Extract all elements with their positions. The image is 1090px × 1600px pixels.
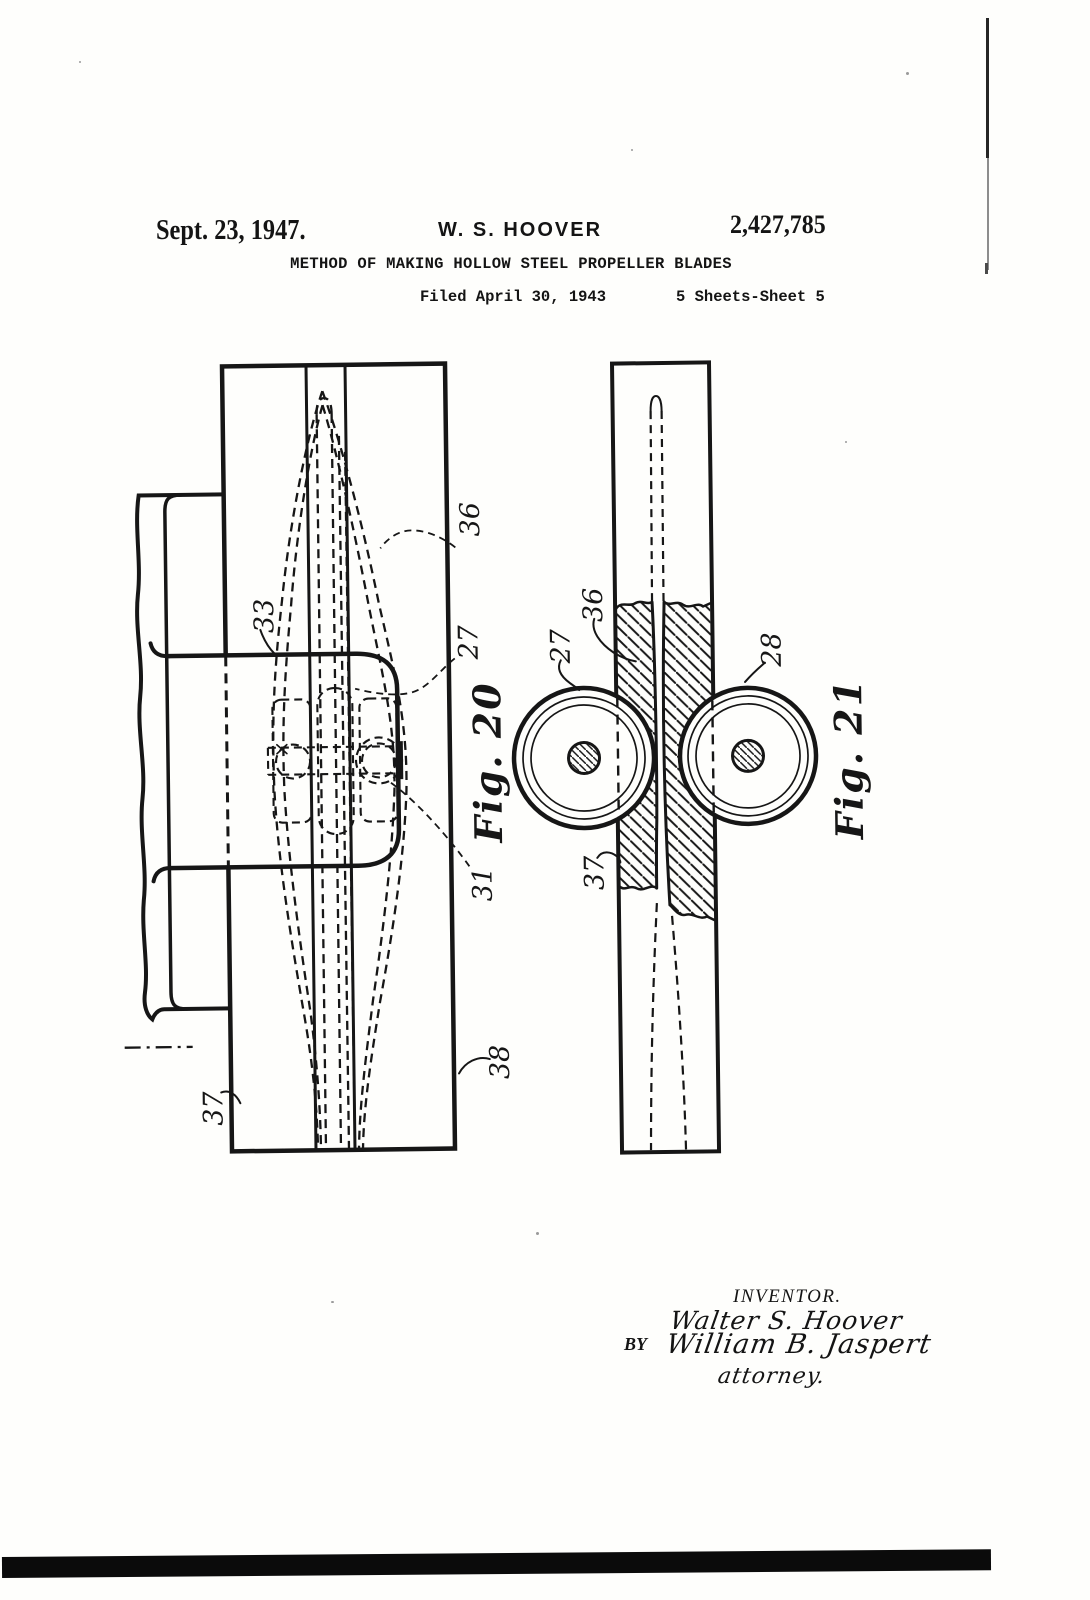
fig20-punch-mark — [276, 743, 288, 755]
fig21-hatch-boundaries — [614, 600, 717, 922]
attorney-title: attorney. — [716, 1364, 828, 1389]
fig20-blade-outline — [272, 390, 408, 1151]
fig20-ref-label-27: 27 — [453, 624, 484, 661]
scan-speck — [536, 1232, 539, 1235]
scan-speck — [906, 72, 909, 75]
figure-21-drawing: 27 36 28 37 Fig. 21 — [511, 360, 872, 1155]
scan-speck — [845, 441, 847, 443]
fig20-ref-label-38: 38 — [485, 1045, 516, 1080]
scan-artifact-right-tick — [985, 263, 988, 274]
inventor-name-header: W. S. HOOVER — [438, 219, 603, 241]
fig21-roller-right — [677, 685, 819, 827]
scan-artifact-right-line-light — [987, 158, 989, 270]
fig20-dashed-leaders — [354, 529, 471, 867]
fig21-blade-hidden-edges — [649, 410, 665, 602]
patent-date: Sept. 23, 1947. — [156, 214, 306, 246]
fig21-hidden-bar-edges — [616, 697, 715, 819]
fig21-ref-label-28: 28 — [756, 632, 787, 668]
patent-title: METHOD OF MAKING HOLLOW STEEL PROPELLER … — [290, 255, 732, 273]
fig20-ref-label-31: 31 — [467, 867, 498, 902]
fig21-channel-left-edge — [650, 600, 659, 890]
fig20-centerline-mark — [124, 1045, 193, 1049]
fig20-caption: Fig. 20 — [464, 681, 511, 844]
filed-date: Filed April 30, 1943 — [420, 288, 607, 306]
scan-speck — [631, 149, 633, 151]
scan-artifact-right-line-dark — [986, 18, 989, 158]
fig20-ref-label-36: 36 — [455, 502, 486, 537]
fig21-blade-tip — [649, 395, 663, 413]
fig20-hidden-bar-edge — [224, 656, 230, 867]
scan-speck — [331, 1301, 334, 1303]
figure-20-drawing: 36 27 33 31 37 38 Fig. 20 — [124, 361, 516, 1154]
fig20-support-plate — [135, 492, 233, 1023]
fig20-ref-label-33: 33 — [249, 599, 280, 634]
fig20-solid-leaders — [220, 628, 491, 1105]
sheet-info: 5 Sheets-Sheet 5 — [676, 288, 825, 306]
fig20-clamp-pads — [266, 686, 404, 836]
patent-number: 2,427,785 — [730, 210, 826, 239]
fig21-channel-right-edge — [661, 600, 672, 907]
fig21-leaders — [558, 617, 766, 864]
attorney-signature: William B. Jaspert — [664, 1329, 934, 1360]
fig21-caption: Fig. 21 — [825, 678, 872, 841]
fig21-ref-label-37: 37 — [579, 855, 610, 891]
fig21-roller-left — [511, 685, 657, 831]
inventor-heading: INVENTOR. — [733, 1286, 842, 1307]
scan-speck — [79, 61, 81, 63]
fig20-ref-label-37: 37 — [198, 1090, 229, 1126]
fig21-ref-label-36: 36 — [578, 587, 609, 622]
fig21-ref-label-27: 27 — [545, 628, 576, 665]
fig20-plate-inner-edge — [163, 493, 189, 1011]
by-label: BY — [624, 1334, 648, 1354]
fig21-blade-lower-edges — [649, 903, 688, 1151]
